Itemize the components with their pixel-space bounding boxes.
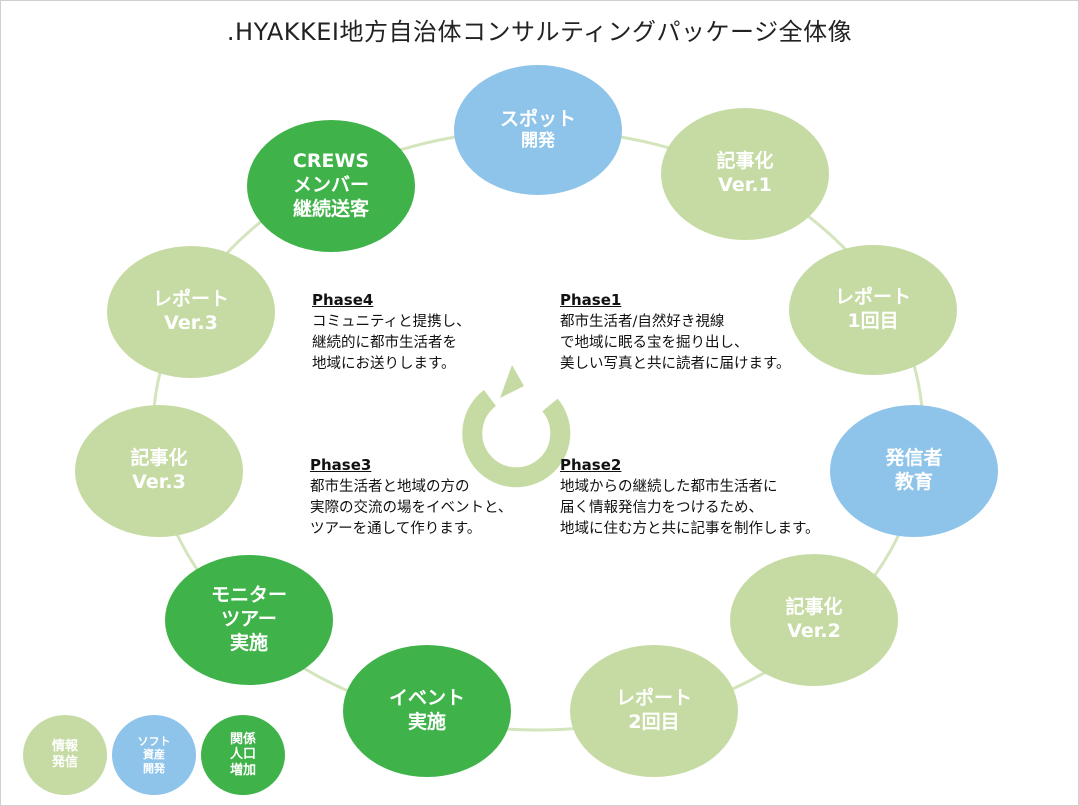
phase-title: Phase1	[560, 291, 622, 309]
node-line: 実施	[229, 631, 268, 654]
node-line: CREWS	[292, 150, 370, 173]
node-line: 記事化	[785, 596, 843, 619]
node-article-ver2: 記事化 Ver.2	[730, 554, 898, 686]
node-line: 記事化	[716, 150, 774, 173]
phase-line: 地域からの継続した都市生活者に	[560, 478, 778, 495]
node-line: 教育	[894, 471, 933, 493]
phase2-block: Phase2 地域からの継続した都市生活者に 届く情報発信力をつけるため、 地域…	[560, 455, 820, 540]
phase-line: ツアーを通して作ります。	[310, 520, 482, 537]
legend-related-population: 関係 人口 増加	[201, 715, 285, 795]
node-line: レポート	[834, 286, 911, 309]
node-article-ver1: 記事化 Ver.1	[661, 108, 829, 240]
node-line: メンバー	[292, 174, 369, 197]
node-line: Ver.3	[132, 471, 186, 493]
phase-line: コミュニティと提携し、	[312, 313, 471, 330]
node-line: 継続送客	[292, 197, 369, 220]
phase-line: 実際の交流の場をイベントと、	[310, 499, 513, 516]
cycle-arrow-icon	[462, 365, 571, 488]
phase-title: Phase2	[560, 456, 622, 474]
node-line: レポート	[615, 687, 692, 710]
node-line: 発信者	[885, 447, 943, 470]
node-line: スポット	[499, 107, 576, 130]
node-line: 実施	[407, 711, 446, 733]
phase-line: 地域に住む方と共に記事を制作します。	[560, 520, 820, 537]
node-line: Ver.2	[787, 620, 841, 642]
legend-line: 情報	[51, 739, 78, 755]
phase-line: 地域にお送りします。	[312, 355, 456, 372]
node-report-ver3: レポート Ver.3	[107, 246, 275, 378]
phase4-block: Phase4 コミュニティと提携し、 継続的に都市生活者を 地域にお送りします。	[312, 290, 471, 375]
phase-line: 美しい写真と共に読者に届けます。	[560, 355, 791, 372]
legend-line: 発信	[51, 755, 78, 770]
node-event: イベント 実施	[343, 645, 511, 777]
phase-title: Phase3	[310, 456, 372, 474]
legend-soft-asset: ソフト 資産 開発	[112, 715, 196, 795]
legend-line: ソフト	[137, 735, 171, 749]
node-line: Ver.3	[164, 312, 218, 334]
legend-line: 増加	[229, 762, 256, 778]
node-crews-members: CREWS メンバー 継続送客	[247, 120, 415, 252]
phase1-block: Phase1 都市生活者/自然好き視線 で地域に眠る宝を掘り出し、 美しい写真と…	[560, 290, 791, 375]
node-line: 記事化	[130, 447, 188, 470]
node-line: 2回目	[628, 711, 680, 733]
node-report-1: レポート 1回目	[789, 245, 957, 375]
legend-line: 開発	[143, 761, 165, 775]
node-line: モニター	[210, 584, 287, 607]
node-article-ver3: 記事化 Ver.3	[75, 405, 243, 537]
legend-info-sending: 情報 発信	[23, 715, 107, 795]
node-line: ツアー	[221, 608, 277, 631]
legend-line: 関係	[229, 731, 256, 747]
node-line: Ver.1	[718, 174, 772, 196]
node-line: レポート	[152, 288, 229, 311]
phase-line: 届く情報発信力をつけるため、	[560, 499, 763, 516]
phase-line: 継続的に都市生活者を	[312, 334, 457, 351]
node-report-2: レポート 2回目	[570, 645, 738, 777]
node-line: 開発	[521, 131, 555, 152]
node-line: 1回目	[847, 310, 899, 332]
phase-title: Phase4	[312, 291, 374, 309]
phase3-block: Phase3 都市生活者と地域の方の 実際の交流の場をイベントと、 ツアーを通し…	[310, 455, 512, 540]
page-title: .HYAKKEI地方自治体コンサルティングパッケージ全体像	[226, 18, 853, 46]
legend-line: 資産	[143, 748, 165, 762]
node-sender-education: 発信者 教育	[830, 405, 998, 537]
legend-line: 人口	[229, 747, 256, 763]
node-monitor-tour: モニター ツアー 実施	[165, 555, 333, 685]
phase-line: 都市生活者/自然好き視線	[560, 313, 725, 330]
node-spot-development: スポット 開発	[454, 65, 622, 195]
phase-line: で地域に眠る宝を掘り出し、	[560, 334, 749, 351]
node-line: イベント	[388, 687, 465, 710]
phase-line: 都市生活者と地域の方の	[310, 478, 470, 495]
